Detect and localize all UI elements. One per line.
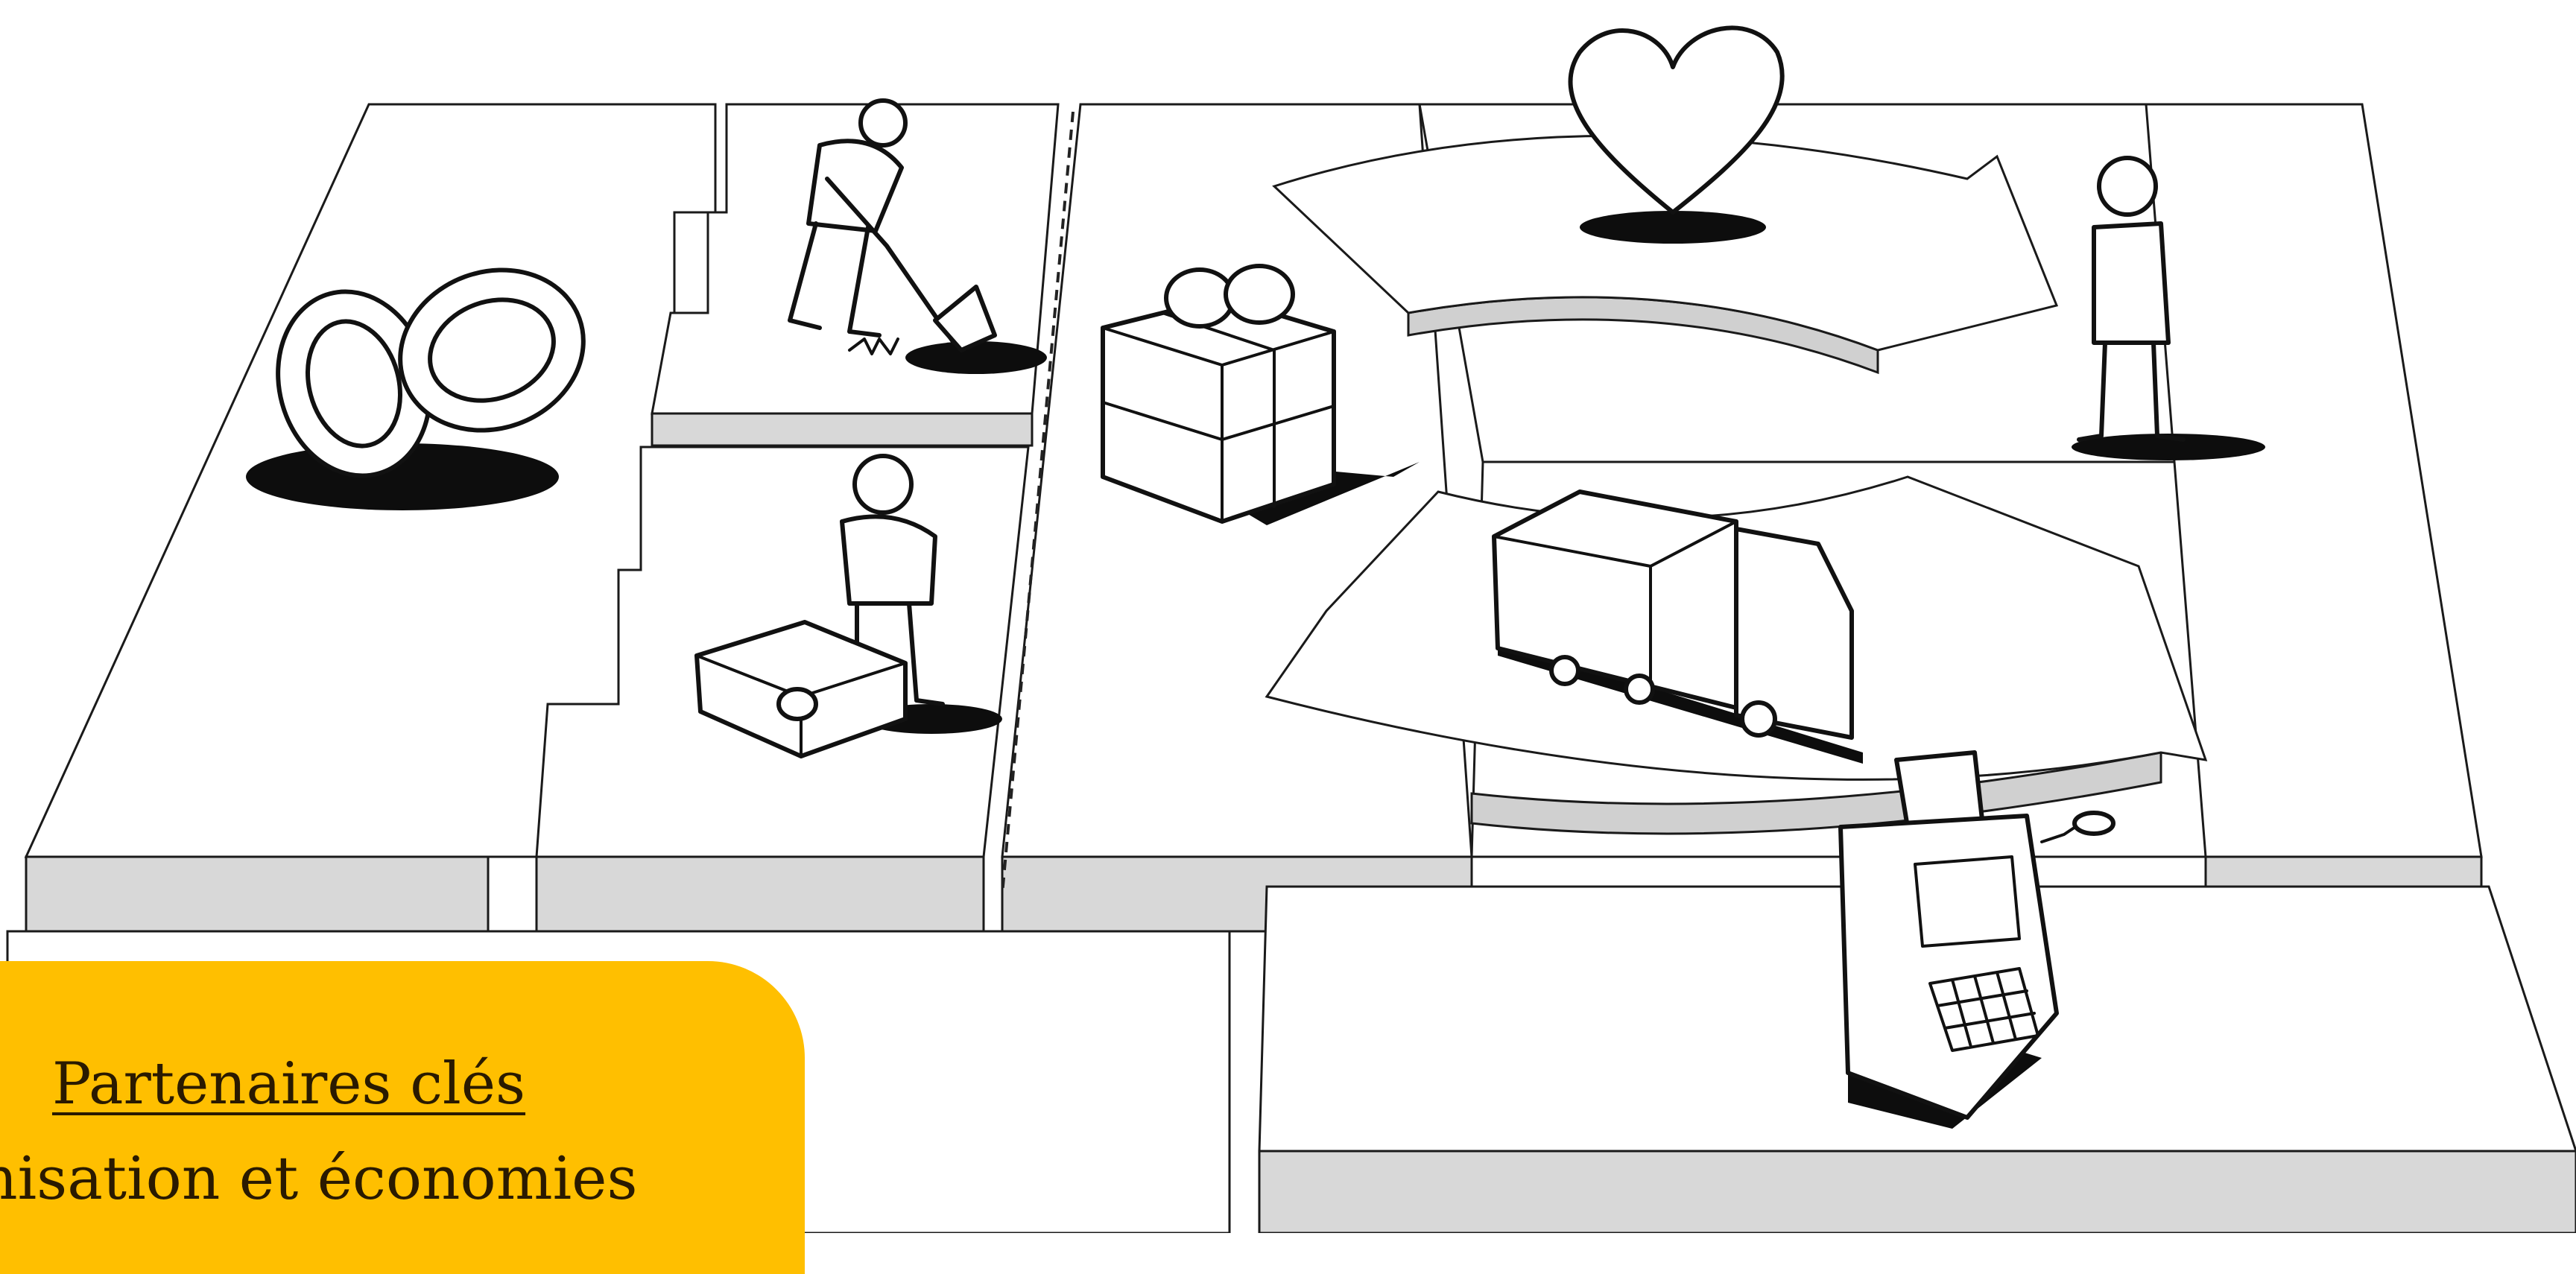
key-partners-callout: Partenaires clés timisation et économies bbox=[0, 961, 805, 1274]
callout-title: Partenaires clés bbox=[52, 1050, 484, 1118]
callout-text: timisation et économies bbox=[0, 1144, 805, 1213]
